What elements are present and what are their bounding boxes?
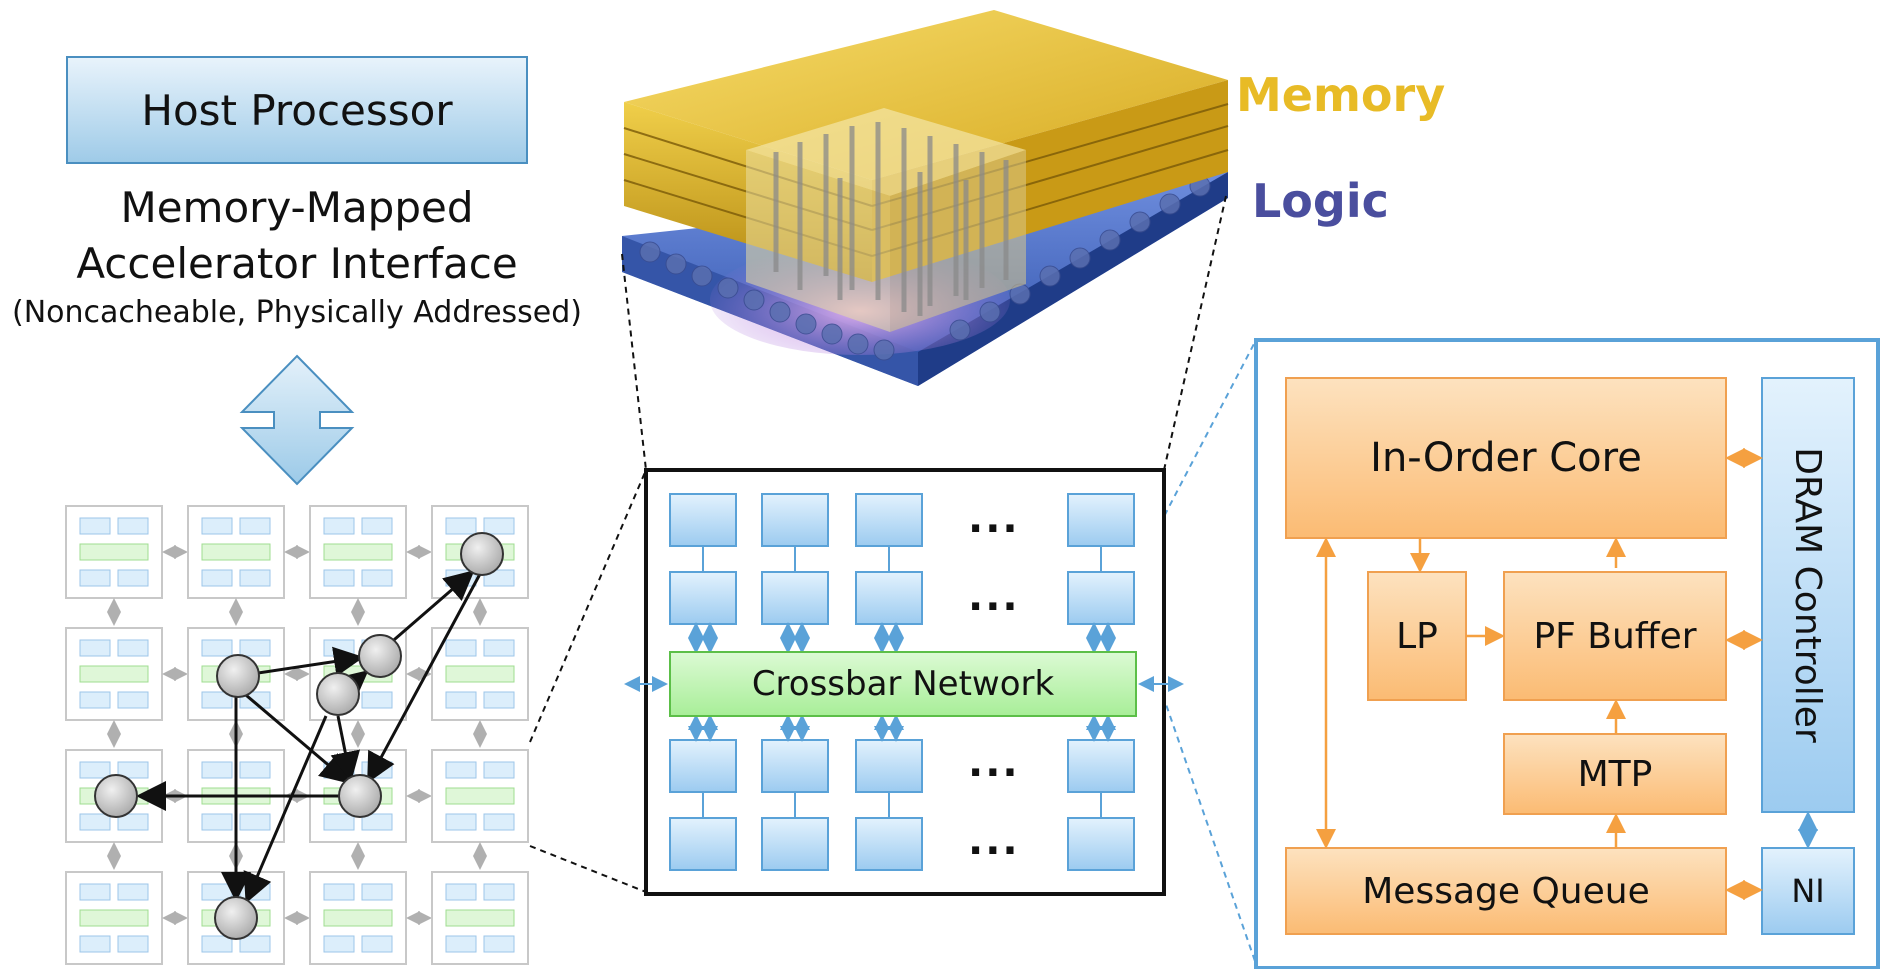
mesh-tile bbox=[65, 627, 163, 721]
zoom-lines-stack bbox=[529, 195, 1227, 893]
dram-controller-label: DRAM Controller bbox=[1787, 447, 1829, 743]
mesh-tile bbox=[65, 505, 163, 599]
crossbar-tile bbox=[1067, 493, 1135, 547]
crossbar-tile bbox=[1067, 817, 1135, 871]
host-processor-label: Host Processor bbox=[141, 85, 453, 135]
crossbar-ellipsis-row3: ... bbox=[968, 740, 1020, 786]
accelerator-interface-text: Memory-Mapped Accelerator Interface (Non… bbox=[0, 180, 594, 334]
crossbar-tile bbox=[761, 571, 829, 625]
mesh-tile bbox=[65, 871, 163, 965]
crossbar-tiles bbox=[669, 493, 1135, 871]
crossbar-tile bbox=[761, 739, 829, 793]
memory-stack-3d bbox=[622, 10, 1229, 386]
crossbar-tile bbox=[1067, 571, 1135, 625]
host-processor-box: Host Processor bbox=[66, 56, 528, 164]
crossbar-ellipsis-row4: ... bbox=[968, 818, 1020, 864]
ni-label: NI bbox=[1791, 872, 1825, 910]
crossbar-ellipsis-row2: ... bbox=[968, 574, 1020, 620]
crossbar-network-label: Crossbar Network bbox=[751, 664, 1055, 704]
crossbar-tile bbox=[761, 817, 829, 871]
crossbar-tile bbox=[761, 493, 829, 547]
message-queue-label: Message Queue bbox=[1362, 870, 1650, 912]
mtp-label: MTP bbox=[1577, 753, 1653, 795]
mesh-tile bbox=[431, 627, 529, 721]
mtp-box bbox=[1503, 733, 1727, 815]
crossbar-tile bbox=[669, 817, 737, 871]
interface-line-3: (Noncacheable, Physically Addressed) bbox=[12, 295, 582, 330]
mesh-tile bbox=[309, 871, 407, 965]
crossbar-tile bbox=[855, 739, 923, 793]
zoom-lines-detail bbox=[1133, 339, 1257, 965]
pf-buffer-box bbox=[1503, 571, 1727, 701]
crossbar-tile bbox=[855, 571, 923, 625]
mesh-tile bbox=[187, 505, 285, 599]
mesh-tile bbox=[431, 749, 529, 843]
crossbar-tile bbox=[1067, 739, 1135, 793]
in-order-core-label: In-Order Core bbox=[1370, 435, 1642, 481]
traversal-nodes bbox=[94, 532, 504, 940]
interface-line-1: Memory-Mapped bbox=[120, 183, 474, 232]
core-detail-arrows bbox=[1316, 448, 1763, 900]
crossbar-tile bbox=[855, 817, 923, 871]
logic-label: Logic bbox=[1252, 174, 1389, 228]
crossbar-network-bar bbox=[669, 651, 1137, 717]
mesh-tile bbox=[431, 871, 529, 965]
pf-buffer-label: PF Buffer bbox=[1533, 615, 1697, 657]
interface-line-2: Accelerator Interface bbox=[76, 239, 518, 288]
in-order-core-box bbox=[1285, 377, 1727, 539]
crossbar-tile bbox=[669, 571, 737, 625]
memory-label: Memory bbox=[1236, 68, 1446, 122]
crossbar-tile bbox=[855, 493, 923, 547]
traversal-graph bbox=[136, 570, 482, 904]
crossbar-tile bbox=[669, 493, 737, 547]
dram-controller-box bbox=[1761, 377, 1855, 813]
crossbar-ellipsis-row1: ... bbox=[968, 496, 1020, 542]
vault-mesh-grid bbox=[65, 505, 529, 965]
lp-box bbox=[1367, 571, 1467, 701]
crossbar-tile bbox=[669, 739, 737, 793]
mesh-tile bbox=[309, 505, 407, 599]
lp-label: LP bbox=[1396, 615, 1438, 657]
host-interface-double-arrow bbox=[239, 354, 355, 486]
